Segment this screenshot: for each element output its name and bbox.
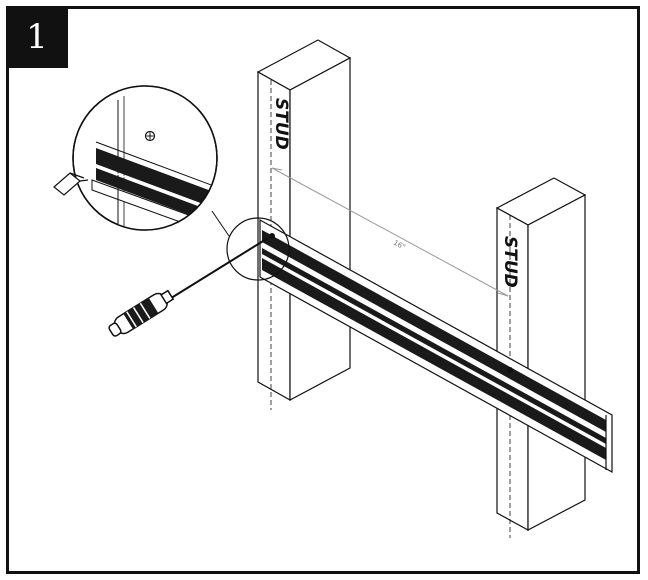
step-number-badge: 1	[6, 6, 68, 68]
left-stud-front-face	[289, 57, 351, 401]
left-stud	[256, 39, 352, 402]
mounting-rail	[259, 218, 613, 474]
highlight-circle	[226, 217, 290, 281]
right-screw-hole	[507, 367, 513, 373]
stud-spacing-dimension	[271, 167, 509, 297]
zoom-detail	[72, 85, 218, 231]
screwdriver	[108, 237, 269, 337]
left-stud-label: STUD	[271, 98, 291, 150]
left-screw-hole	[269, 233, 275, 239]
zoom-leader-line	[211, 210, 230, 237]
right-stud-label: STUD	[500, 236, 520, 288]
right-stud-front-face	[527, 194, 586, 531]
screwdriver-tip-detail	[53, 172, 89, 196]
stud-spacing-label: 16"	[392, 239, 406, 252]
